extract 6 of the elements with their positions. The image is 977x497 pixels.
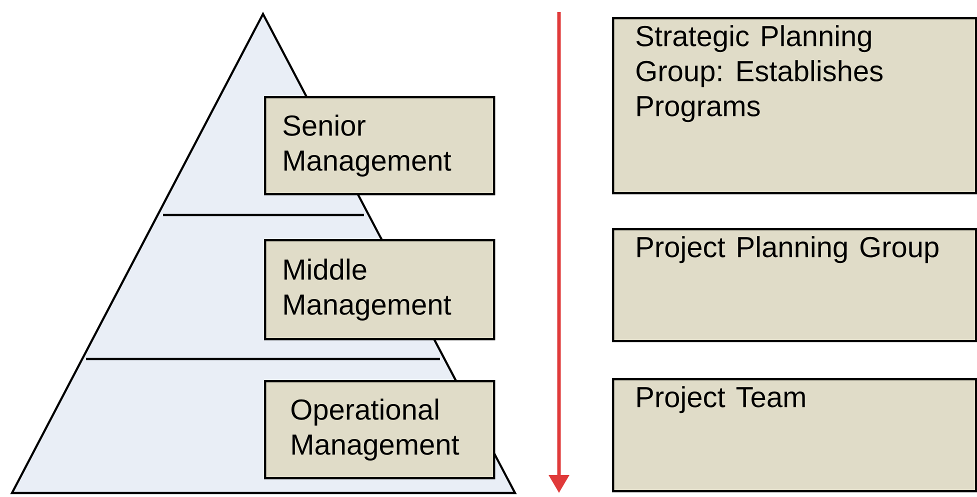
text-box: Senior Management xyxy=(264,96,496,196)
text-box: Strategic Planning Group: Establishes Programs xyxy=(612,17,977,194)
text-box: Project Team xyxy=(612,378,977,492)
text-box: Operational Management xyxy=(264,380,496,480)
text-box: Project Planning Group xyxy=(612,228,977,342)
text-box: Middle Management xyxy=(264,239,496,340)
